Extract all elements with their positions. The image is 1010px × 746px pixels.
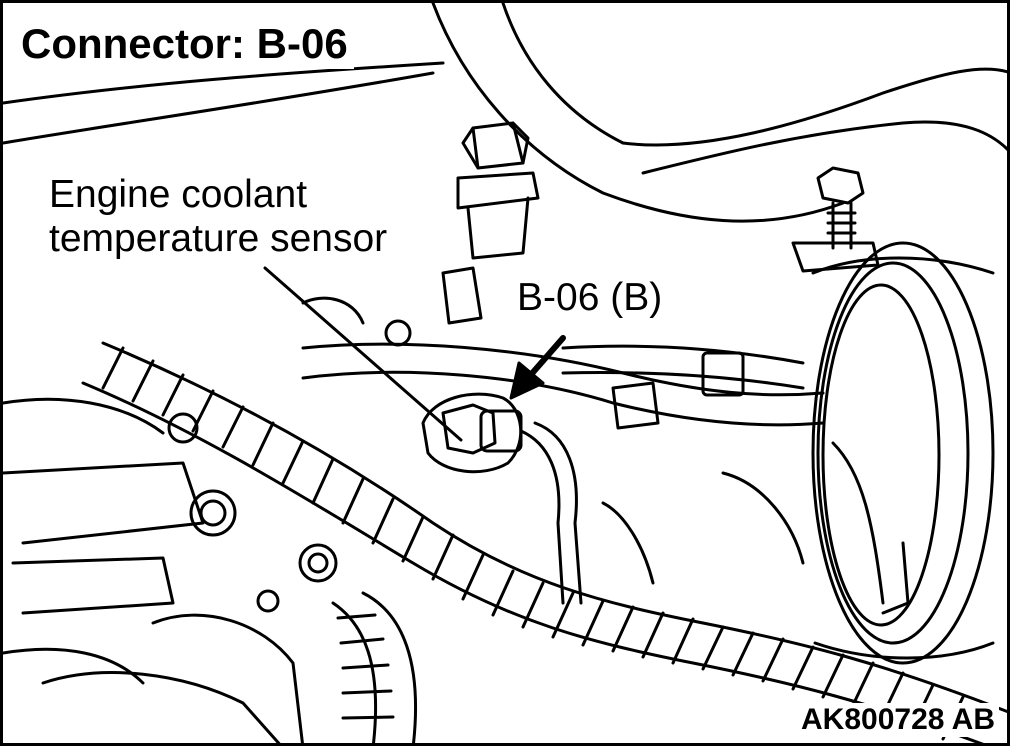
connector-callout: B-06 (B) <box>511 276 669 319</box>
wiring-harness <box>81 341 1007 743</box>
sensor-callout-line-2: temperature sensor <box>49 217 388 260</box>
hex-bolt-right <box>791 166 880 273</box>
pulley <box>811 241 995 665</box>
sensor-callout-line-1: Engine coolant <box>49 173 308 216</box>
sensor-housing <box>421 392 583 605</box>
sensor-leader-line <box>263 266 463 442</box>
pipes <box>301 342 825 430</box>
sensor-callout: Engine coolant temperature sensor <box>45 171 392 263</box>
connector-arrow <box>509 335 566 400</box>
figure-code: AK800728 AB <box>797 703 999 737</box>
hex-bolt-top <box>456 121 540 260</box>
page-title: Connector: B-06 <box>17 21 354 69</box>
left-bracket <box>3 319 412 743</box>
engine-illustration <box>3 3 1007 743</box>
body-panel <box>3 3 1007 223</box>
misc-details <box>301 266 910 615</box>
